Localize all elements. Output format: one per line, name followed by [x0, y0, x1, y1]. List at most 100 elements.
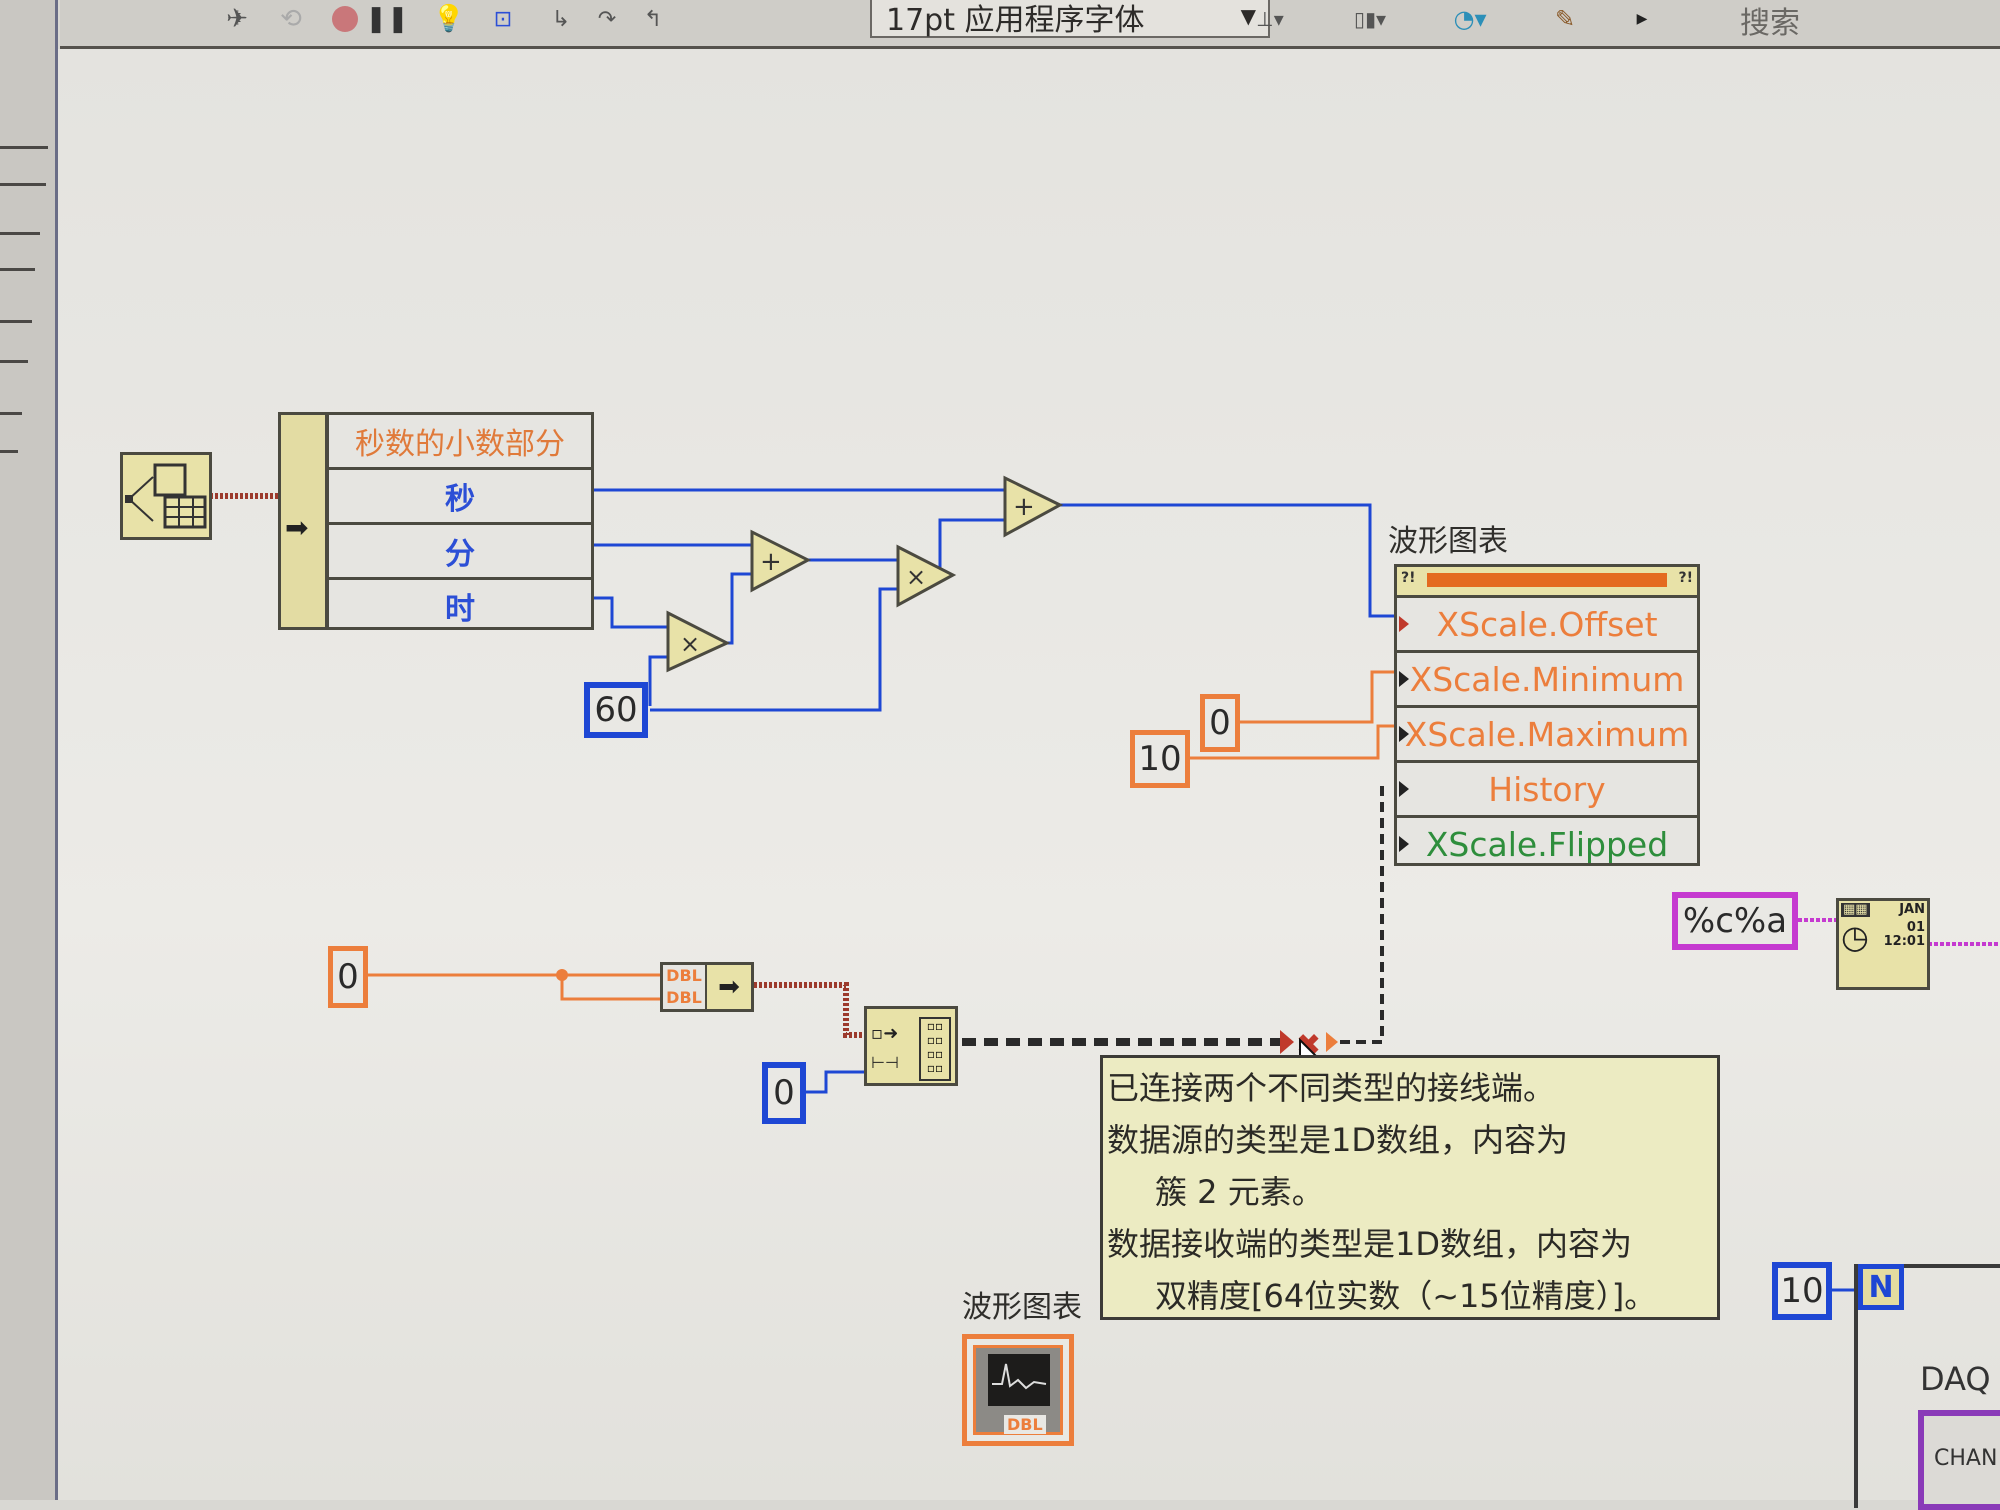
- wire-cluster-array[interactable]: [754, 982, 866, 1038]
- reference-icon: ?!: [1678, 570, 1693, 586]
- divider: [0, 360, 28, 363]
- waveform-chart-property-node[interactable]: ?! ?! XScale.Offset XScale.Minimum XScal…: [1394, 564, 1700, 866]
- align-icon[interactable]: ⊥▾: [1256, 7, 1284, 31]
- stop-icon[interactable]: [328, 2, 362, 36]
- wire-ten-to-max[interactable]: [1188, 724, 1394, 760]
- add-node-2[interactable]: +: [1003, 475, 1064, 538]
- constant-zero-orange[interactable]: 0: [328, 946, 368, 1008]
- wire-mult1-to-add1[interactable]: [727, 572, 752, 645]
- get-date-time-node[interactable]: [120, 452, 212, 540]
- multiply-node-2[interactable]: ×: [896, 544, 957, 608]
- chart-type-label: DBL: [1004, 1415, 1046, 1434]
- wire-sixty-to-mult2[interactable]: [650, 587, 898, 712]
- reference-icon: ?!: [1401, 570, 1416, 586]
- wire-zero-to-dbl2[interactable]: [560, 975, 660, 1001]
- input-terminal-icon: [1399, 836, 1409, 852]
- property-history[interactable]: History: [1397, 763, 1697, 818]
- property-xscale-flipped[interactable]: XScale.Flipped: [1397, 818, 1697, 870]
- property-name: XScale.Maximum: [1404, 714, 1690, 754]
- unbundle-elements[interactable]: 秒数的小数部分 秒 分 时: [326, 412, 594, 630]
- loop-count-terminal[interactable]: N: [1858, 1264, 1904, 1310]
- multiply-symbol: ×: [680, 630, 700, 658]
- initialize-array-node[interactable]: ▫➜ ⊢⊣ ▫▫▫▫▫▫▫▫: [864, 1006, 958, 1086]
- for-loop-frame[interactable]: [1854, 1264, 2000, 1508]
- wire-junction: [556, 969, 568, 981]
- unbundle-by-name-node[interactable]: ➡: [278, 412, 328, 630]
- divider: [0, 412, 22, 415]
- wire-zero-to-min[interactable]: [1240, 670, 1394, 724]
- clock-calendar-icon: [125, 463, 207, 529]
- daq-label: DAQ: [1920, 1360, 1991, 1398]
- add-symbol: +: [760, 547, 782, 577]
- toolbar: ✈ ⟲ ❚❚ 💡 ⊡ ↳ ↷ ↰ 17pt 应用程序字体 ▼ ⊥▾ ▯▮▾ ◔▾…: [60, 0, 2000, 49]
- chart-terminal-label: 波形图表: [962, 1290, 1082, 1325]
- property-name: XScale.Offset: [1436, 604, 1658, 644]
- property-name: XScale.Minimum: [1409, 659, 1685, 699]
- bundle-inputs: DBL DBL: [663, 965, 707, 1009]
- highlight-execution-icon[interactable]: 💡: [432, 4, 466, 34]
- divider: [0, 450, 18, 453]
- constant-xscale-min[interactable]: 0: [1200, 694, 1240, 752]
- run-continuously-icon[interactable]: ✈: [226, 4, 248, 34]
- input-terminal-icon: [1399, 726, 1409, 742]
- retain-wire-values-icon[interactable]: ⊡: [493, 6, 513, 32]
- dbl-label: DBL: [666, 988, 702, 1007]
- multiply-symbol: ×: [906, 563, 926, 591]
- property-node-header: ?! ?!: [1397, 567, 1697, 598]
- dbl-label: DBL: [666, 966, 702, 985]
- step-out-icon[interactable]: ↰: [643, 6, 663, 32]
- constant-xscale-max[interactable]: 10: [1130, 730, 1190, 788]
- tooltip-line: 数据接收端的类型是1D数组，内容为: [1107, 1225, 1633, 1263]
- format-date-time-string-node[interactable]: ▦▦JAN ◷ 01 12:01: [1836, 898, 1930, 990]
- add-node-1[interactable]: +: [750, 529, 812, 593]
- constant-sixty[interactable]: 60: [584, 682, 648, 738]
- arrow-right-icon: ➡: [718, 972, 740, 1002]
- arrow-right-icon: ➡: [285, 511, 309, 544]
- constant-format-string[interactable]: %c%a: [1672, 892, 1798, 950]
- wire-size[interactable]: [806, 1070, 866, 1094]
- property-xscale-maximum[interactable]: XScale.Maximum: [1397, 708, 1697, 763]
- step-into-icon[interactable]: ↳: [551, 6, 571, 32]
- tooltip-line: 簇 2 元素。: [1155, 1173, 1324, 1211]
- search-label[interactable]: 搜索: [1740, 6, 1800, 41]
- distribute-icon[interactable]: ▯▮▾: [1353, 7, 1387, 31]
- constant-dimension-size[interactable]: 0: [762, 1062, 806, 1124]
- bundle-node[interactable]: DBL DBL ➡: [660, 962, 754, 1012]
- property-name: History: [1488, 769, 1606, 809]
- day-text: 01: [1906, 920, 1925, 935]
- wire-hours[interactable]: [594, 596, 668, 629]
- element-fractional-seconds[interactable]: 秒数的小数部分: [329, 415, 591, 470]
- property-xscale-minimum[interactable]: XScale.Minimum: [1397, 653, 1697, 708]
- divider: [0, 320, 32, 323]
- wire-to-xscale-offset[interactable]: [1060, 503, 1394, 618]
- daq-channel-node[interactable]: CHAN: [1918, 1410, 2000, 1510]
- input-terminal-icon: [1399, 671, 1409, 687]
- time-text: 12:01: [1883, 934, 1925, 949]
- pause-icon[interactable]: ❚❚: [365, 4, 409, 34]
- reorder-icon[interactable]: ◔▾: [1453, 5, 1487, 33]
- expand-arrow-icon[interactable]: ▶: [1636, 11, 1648, 27]
- element-hours[interactable]: 时: [445, 592, 475, 627]
- wire-mult2-to-add2[interactable]: [938, 518, 1005, 577]
- broken-wire-to-history[interactable]: [1340, 780, 1384, 1044]
- left-panel: [0, 0, 58, 1500]
- step-over-icon[interactable]: ↷: [597, 6, 617, 32]
- font-select[interactable]: 17pt 应用程序字体 ▼: [870, 0, 1270, 38]
- broken-marker-left: [1280, 1030, 1294, 1054]
- constant-loop-count[interactable]: 10: [1772, 1262, 1832, 1320]
- element-input-icon: ▫➜: [871, 1023, 899, 1044]
- abort-icon[interactable]: ⟲: [280, 4, 302, 34]
- tooltip-line: 双精度[64位实数（~15位精度）]。: [1155, 1277, 1657, 1315]
- chan-label: CHAN: [1934, 1446, 1998, 1471]
- chart-icon: DBL: [973, 1345, 1063, 1435]
- waveform-chart-terminal[interactable]: DBL: [962, 1334, 1074, 1446]
- property-xscale-offset[interactable]: XScale.Offset: [1397, 598, 1697, 653]
- element-minutes[interactable]: 分: [329, 525, 591, 580]
- cleanup-icon[interactable]: ✎: [1554, 5, 1576, 33]
- broken-marker-right: [1326, 1032, 1338, 1052]
- multiply-node-1[interactable]: ×: [666, 610, 731, 673]
- element-seconds[interactable]: 秒: [329, 470, 591, 525]
- add-symbol: +: [1013, 492, 1035, 522]
- wire-sixty-to-mult1[interactable]: [648, 655, 668, 706]
